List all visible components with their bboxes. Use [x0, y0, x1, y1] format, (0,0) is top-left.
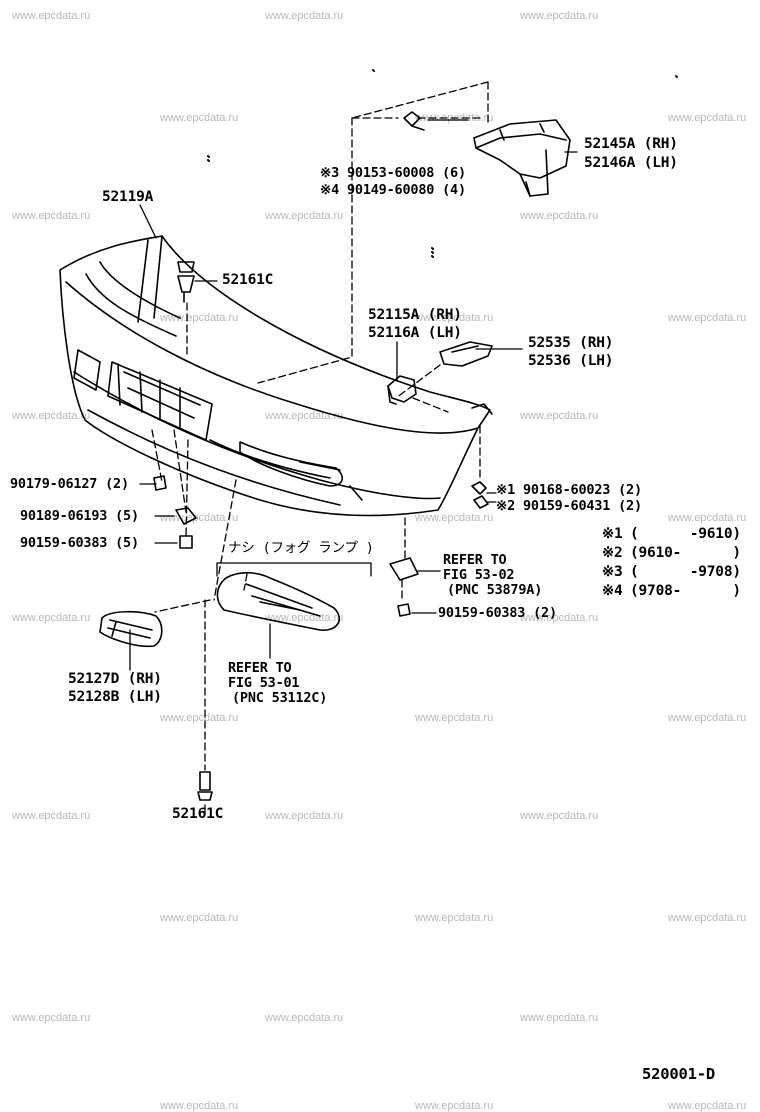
watermark-text: www.epcdata.ru: [415, 512, 494, 524]
diagram-code: 520001-D: [642, 1065, 716, 1083]
label-cover-lh: 52128B (LH): [68, 689, 162, 705]
label-bolt-note3: ※3 90153-60008 (6): [320, 165, 466, 181]
legend-mark: ※3: [602, 564, 623, 580]
label-support-rh: 52145A (RH): [584, 136, 678, 152]
watermark-text: www.epcdata.ru: [265, 410, 344, 422]
label-refer-53-01-l2: FIG 53-01: [228, 675, 300, 691]
spacer-shape: [387, 375, 417, 405]
watermark-text: www.epcdata.ru: [668, 312, 747, 324]
label-refer-53-02-l2: FIG 53-02: [443, 567, 515, 583]
label-screw-note2: ※2 90159-60431 (2): [496, 498, 642, 514]
grille-cover-shape: [99, 610, 163, 648]
legend-mark: ※4: [602, 583, 623, 599]
fog-cover-shape: [216, 571, 340, 631]
legend-mark: ※2: [602, 545, 623, 561]
label-nut-90179: 90179-06127 (2): [10, 476, 129, 492]
legend-range: (9708- ): [630, 583, 741, 599]
scatter-marks: [207, 69, 678, 258]
watermark-text: www.epcdata.ru: [668, 1100, 747, 1112]
watermark-text: www.epcdata.ru: [520, 810, 599, 822]
label-refer-53-02-l1: REFER TO: [443, 552, 507, 568]
leader-lines: [129, 119, 578, 816]
label-refer-53-02-l3: (PNC 53879A): [447, 582, 543, 598]
label-retainer-top: 52161C: [222, 272, 274, 288]
side-bracket-shape: [439, 341, 493, 367]
label-screw-90159-right: 90159-60383 (2): [438, 605, 557, 621]
label-bracket-rh: 52535 (RH): [528, 335, 614, 351]
label-spacer-rh: 52115A (RH): [368, 307, 462, 323]
watermark-text: www.epcdata.ru: [265, 1012, 344, 1024]
watermark-text: www.epcdata.ru: [520, 612, 599, 624]
legend-mark: ※1: [602, 526, 623, 542]
retainer-top-shape: [177, 261, 195, 303]
legend-range: (9610- ): [630, 545, 741, 561]
label-screw-90159-left: 90159-60383 (5): [20, 535, 139, 551]
watermark-text: www.epcdata.ru: [265, 10, 344, 22]
watermark-text: www.epcdata.ru: [12, 210, 91, 222]
label-refer-53-01-l3: (PNC 53112C): [232, 690, 328, 706]
watermark-text: www.epcdata.ru: [160, 1100, 239, 1112]
legend-range: ( -9610): [630, 526, 741, 542]
watermark-text: www.epcdata.ru: [415, 312, 494, 324]
watermark-text: www.epcdata.ru: [265, 210, 344, 222]
watermark-text: www.epcdata.ru: [12, 810, 91, 822]
watermark-text: www.epcdata.ru: [520, 10, 599, 22]
watermark-text: www.epcdata.ru: [415, 712, 494, 724]
watermark-text: www.epcdata.ru: [160, 912, 239, 924]
label-screw-note1: ※1 90168-60023 (2): [496, 482, 642, 498]
watermark-text: www.epcdata.ru: [12, 410, 91, 422]
screw-shapes: [153, 475, 489, 617]
label-cover-rh: 52127D (RH): [68, 671, 162, 687]
watermark-text: www.epcdata.ru: [12, 1012, 91, 1024]
bumper-cover-shape: [59, 235, 493, 517]
watermark-text: www.epcdata.ru: [668, 112, 747, 124]
watermark-text: www.epcdata.ru: [668, 912, 747, 924]
label-support-lh: 52146A (LH): [584, 155, 678, 171]
support-bracket-shape: [473, 119, 571, 197]
label-refer-53-01-l1: REFER TO: [228, 660, 292, 676]
fog-group-bracket: [216, 562, 372, 577]
label-clip-90189: 90189-06193 (5): [20, 508, 139, 524]
label-bracket-lh: 52536 (LH): [528, 353, 614, 369]
legend-range: ( -9708): [630, 564, 741, 580]
watermark-text: www.epcdata.ru: [520, 210, 599, 222]
dashed-guide-lines: [151, 81, 489, 771]
label-bumper-cover: 52119A: [102, 189, 154, 205]
watermark-text: www.epcdata.ru: [520, 1012, 599, 1024]
label-fog-none: ナシ (フォグ ランプ ): [228, 540, 374, 556]
retainer-bottom-shape: [197, 771, 213, 801]
bolt-shape: [403, 111, 425, 131]
watermark-text: www.epcdata.ru: [160, 112, 239, 124]
label-retainer-bottom: 52161C: [172, 806, 224, 822]
watermark-text: www.epcdata.ru: [668, 712, 747, 724]
watermark-text: www.epcdata.ru: [12, 612, 91, 624]
watermark-text: www.epcdata.ru: [520, 410, 599, 422]
watermark-text: www.epcdata.ru: [415, 912, 494, 924]
watermark-text: www.epcdata.ru: [265, 612, 344, 624]
watermark-text: www.epcdata.ru: [668, 512, 747, 524]
label-bolt-note4: ※4 90149-60080 (4): [320, 182, 466, 198]
watermark-text: www.epcdata.ru: [12, 10, 91, 22]
label-spacer-lh: 52116A (LH): [368, 325, 462, 341]
watermark-text: www.epcdata.ru: [160, 312, 239, 324]
watermark-text: www.epcdata.ru: [265, 810, 344, 822]
watermark-text: www.epcdata.ru: [160, 712, 239, 724]
watermark-text: www.epcdata.ru: [415, 1100, 494, 1112]
